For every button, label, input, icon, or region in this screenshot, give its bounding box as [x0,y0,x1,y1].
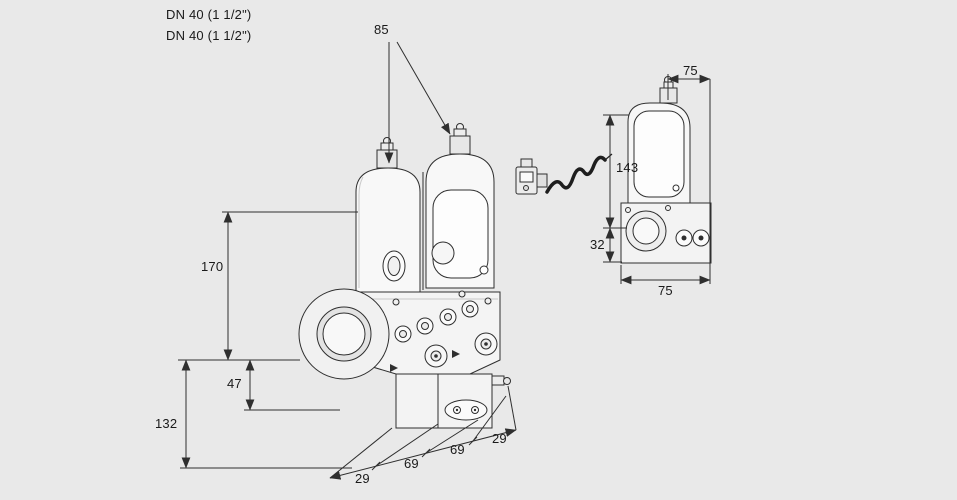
dn-size-label-2: DN 40 (1 1/2") [166,28,252,43]
dim-label-29-right: 29 [492,431,507,446]
dim-label-69-right: 69 [450,442,465,457]
side-dim-label-75-bottom: 75 [658,283,673,298]
dim-label-170: 170 [201,259,224,274]
front-view [298,123,511,429]
bottom-module [395,373,511,429]
dim-label-69-left: 69 [404,456,419,471]
dim-label-85: 85 [374,22,389,37]
side-view [620,76,712,264]
dim-label-47: 47 [227,376,242,391]
cable-coil [545,155,607,194]
dim-label-29-left: 29 [355,471,370,486]
side-dim-label-143: 143 [616,160,639,175]
flow-arrow-icon [390,364,398,372]
dim-label-132: 132 [155,416,178,431]
side-dim-label-75-top: 75 [683,63,698,78]
cable-plug [515,153,613,195]
dn-size-label-1: DN 40 (1 1/2") [166,7,252,22]
solenoid-right [422,123,495,290]
solenoid-left [355,137,421,293]
dimension-lines [178,41,711,480]
side-dim-label-32: 32 [590,237,605,252]
valve-body [298,288,501,380]
flow-arrow-icon [452,350,460,358]
